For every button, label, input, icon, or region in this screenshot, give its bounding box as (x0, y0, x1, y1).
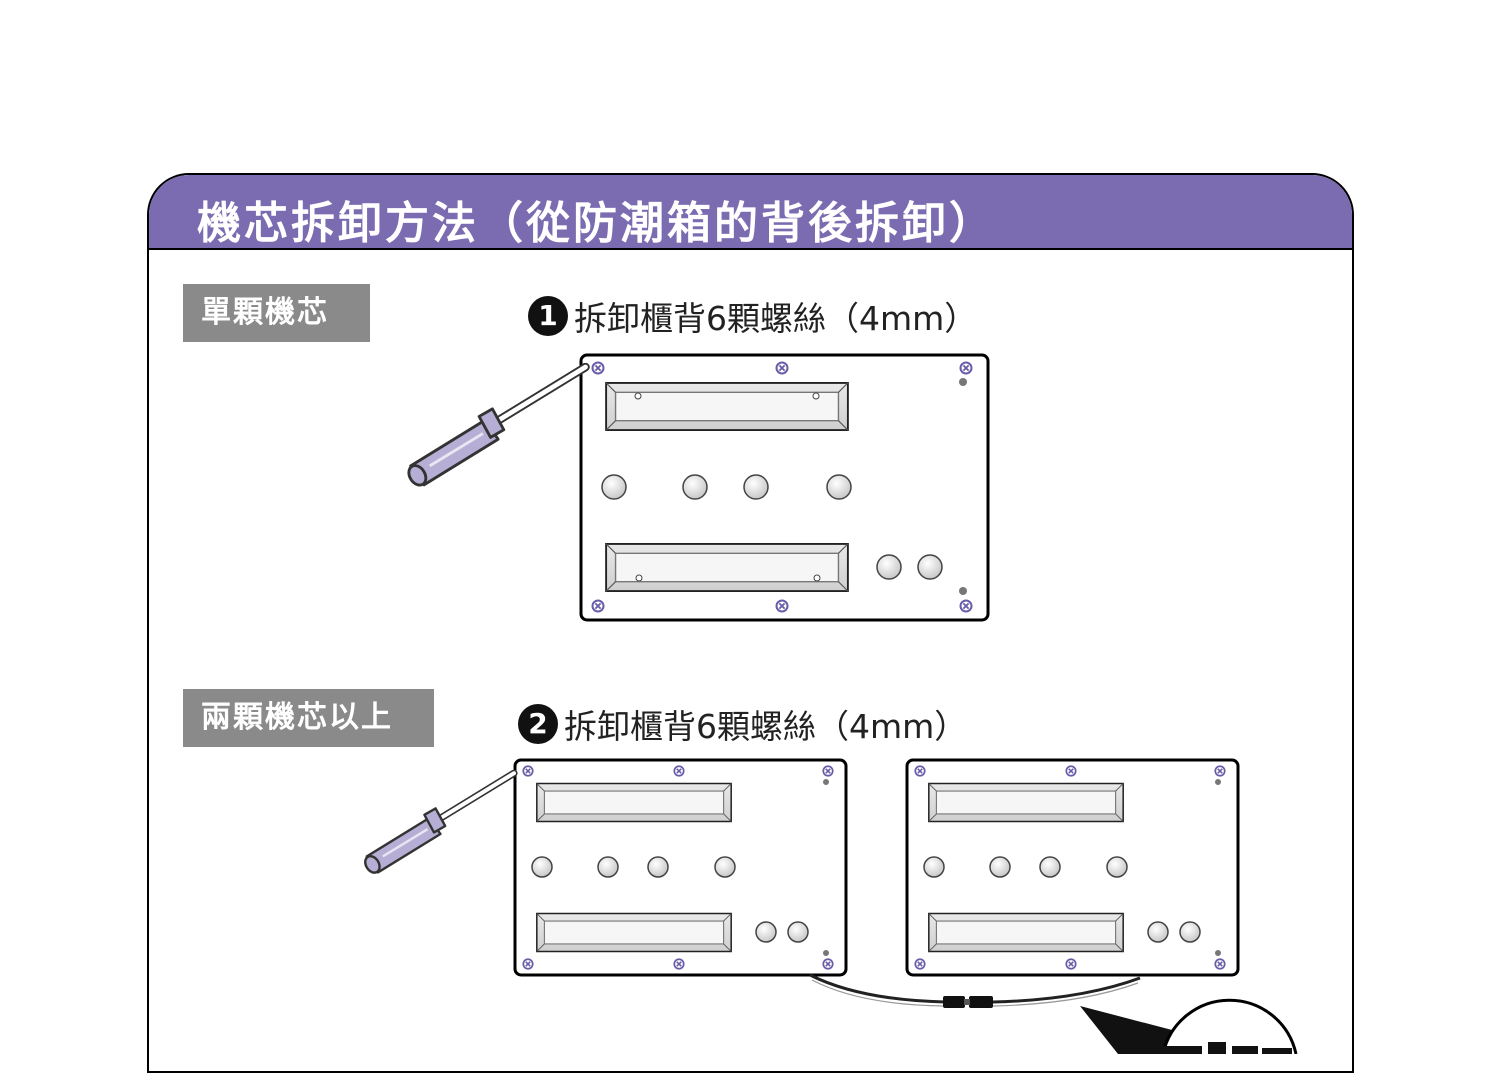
step-2-text: 拆卸櫃背6顆螺絲（4mm） (564, 707, 968, 746)
screw-icon (1065, 765, 1077, 777)
multi-unit-back-panel-left (513, 758, 848, 977)
screw-icon (1065, 958, 1077, 970)
drawer-rail (536, 912, 732, 953)
vent-knob (682, 474, 708, 500)
screw-icon (775, 361, 789, 375)
screw-icon (591, 599, 605, 613)
screw-icon (822, 958, 834, 970)
page-title: 機芯拆卸方法（從防潮箱的背後拆卸） (197, 198, 996, 249)
vent-knob (714, 856, 736, 878)
screw-icon (673, 958, 685, 970)
screw-icon (522, 765, 534, 777)
vent-knob (1179, 921, 1201, 943)
vent-knob (923, 856, 945, 878)
single-unit-back-panel (579, 353, 990, 622)
vent-knob (989, 856, 1011, 878)
vent-knob (917, 554, 943, 580)
drawer-rail (928, 912, 1124, 953)
vent-knob (1106, 856, 1128, 878)
drawer-rail (605, 381, 849, 432)
screwdriver-icon (362, 773, 514, 875)
vent-knob (1147, 921, 1169, 943)
drawer-rail (928, 782, 1124, 823)
vent-knob (647, 856, 669, 878)
drawer-rail (536, 782, 732, 823)
screw-icon (959, 599, 973, 613)
screw-icon (959, 361, 973, 375)
drawer-rail (605, 542, 849, 593)
vent-knob (1039, 856, 1061, 878)
screw-icon (522, 958, 534, 970)
step-1-text: 拆卸櫃背6顆螺絲（4mm） (574, 299, 978, 338)
vent-knob (755, 921, 777, 943)
step-number-badge: 1 (528, 296, 568, 336)
screw-icon (914, 765, 926, 777)
vent-knob (743, 474, 769, 500)
connector-zoom-callout (1080, 998, 1298, 1054)
vent-knob (601, 474, 627, 500)
screwdriver-icon (405, 367, 585, 488)
screw-icon (914, 958, 926, 970)
vent-knob (531, 856, 553, 878)
screw-icon (775, 599, 789, 613)
multi-unit-back-panel-right (905, 758, 1240, 977)
vent-knob (826, 474, 852, 500)
card-header: 機芯拆卸方法（從防潮箱的背後拆卸） (149, 175, 1352, 250)
screw-icon (673, 765, 685, 777)
screw-icon (591, 361, 605, 375)
screw-icon (1214, 958, 1226, 970)
screw-icon (822, 765, 834, 777)
vent-knob (787, 921, 809, 943)
vent-knob (876, 554, 902, 580)
section-tag-multi: 兩顆機芯以上 (183, 689, 434, 747)
step-1-instruction: 1 拆卸櫃背6顆螺絲（4mm） (528, 292, 977, 340)
vent-knob (597, 856, 619, 878)
screw-icon (1214, 765, 1226, 777)
section-tag-single: 單顆機芯 (183, 284, 370, 342)
step-number-badge: 2 (518, 704, 558, 744)
step-2-instruction: 2 拆卸櫃背6顆螺絲（4mm） (518, 700, 967, 748)
connector-cable (809, 973, 1141, 1008)
